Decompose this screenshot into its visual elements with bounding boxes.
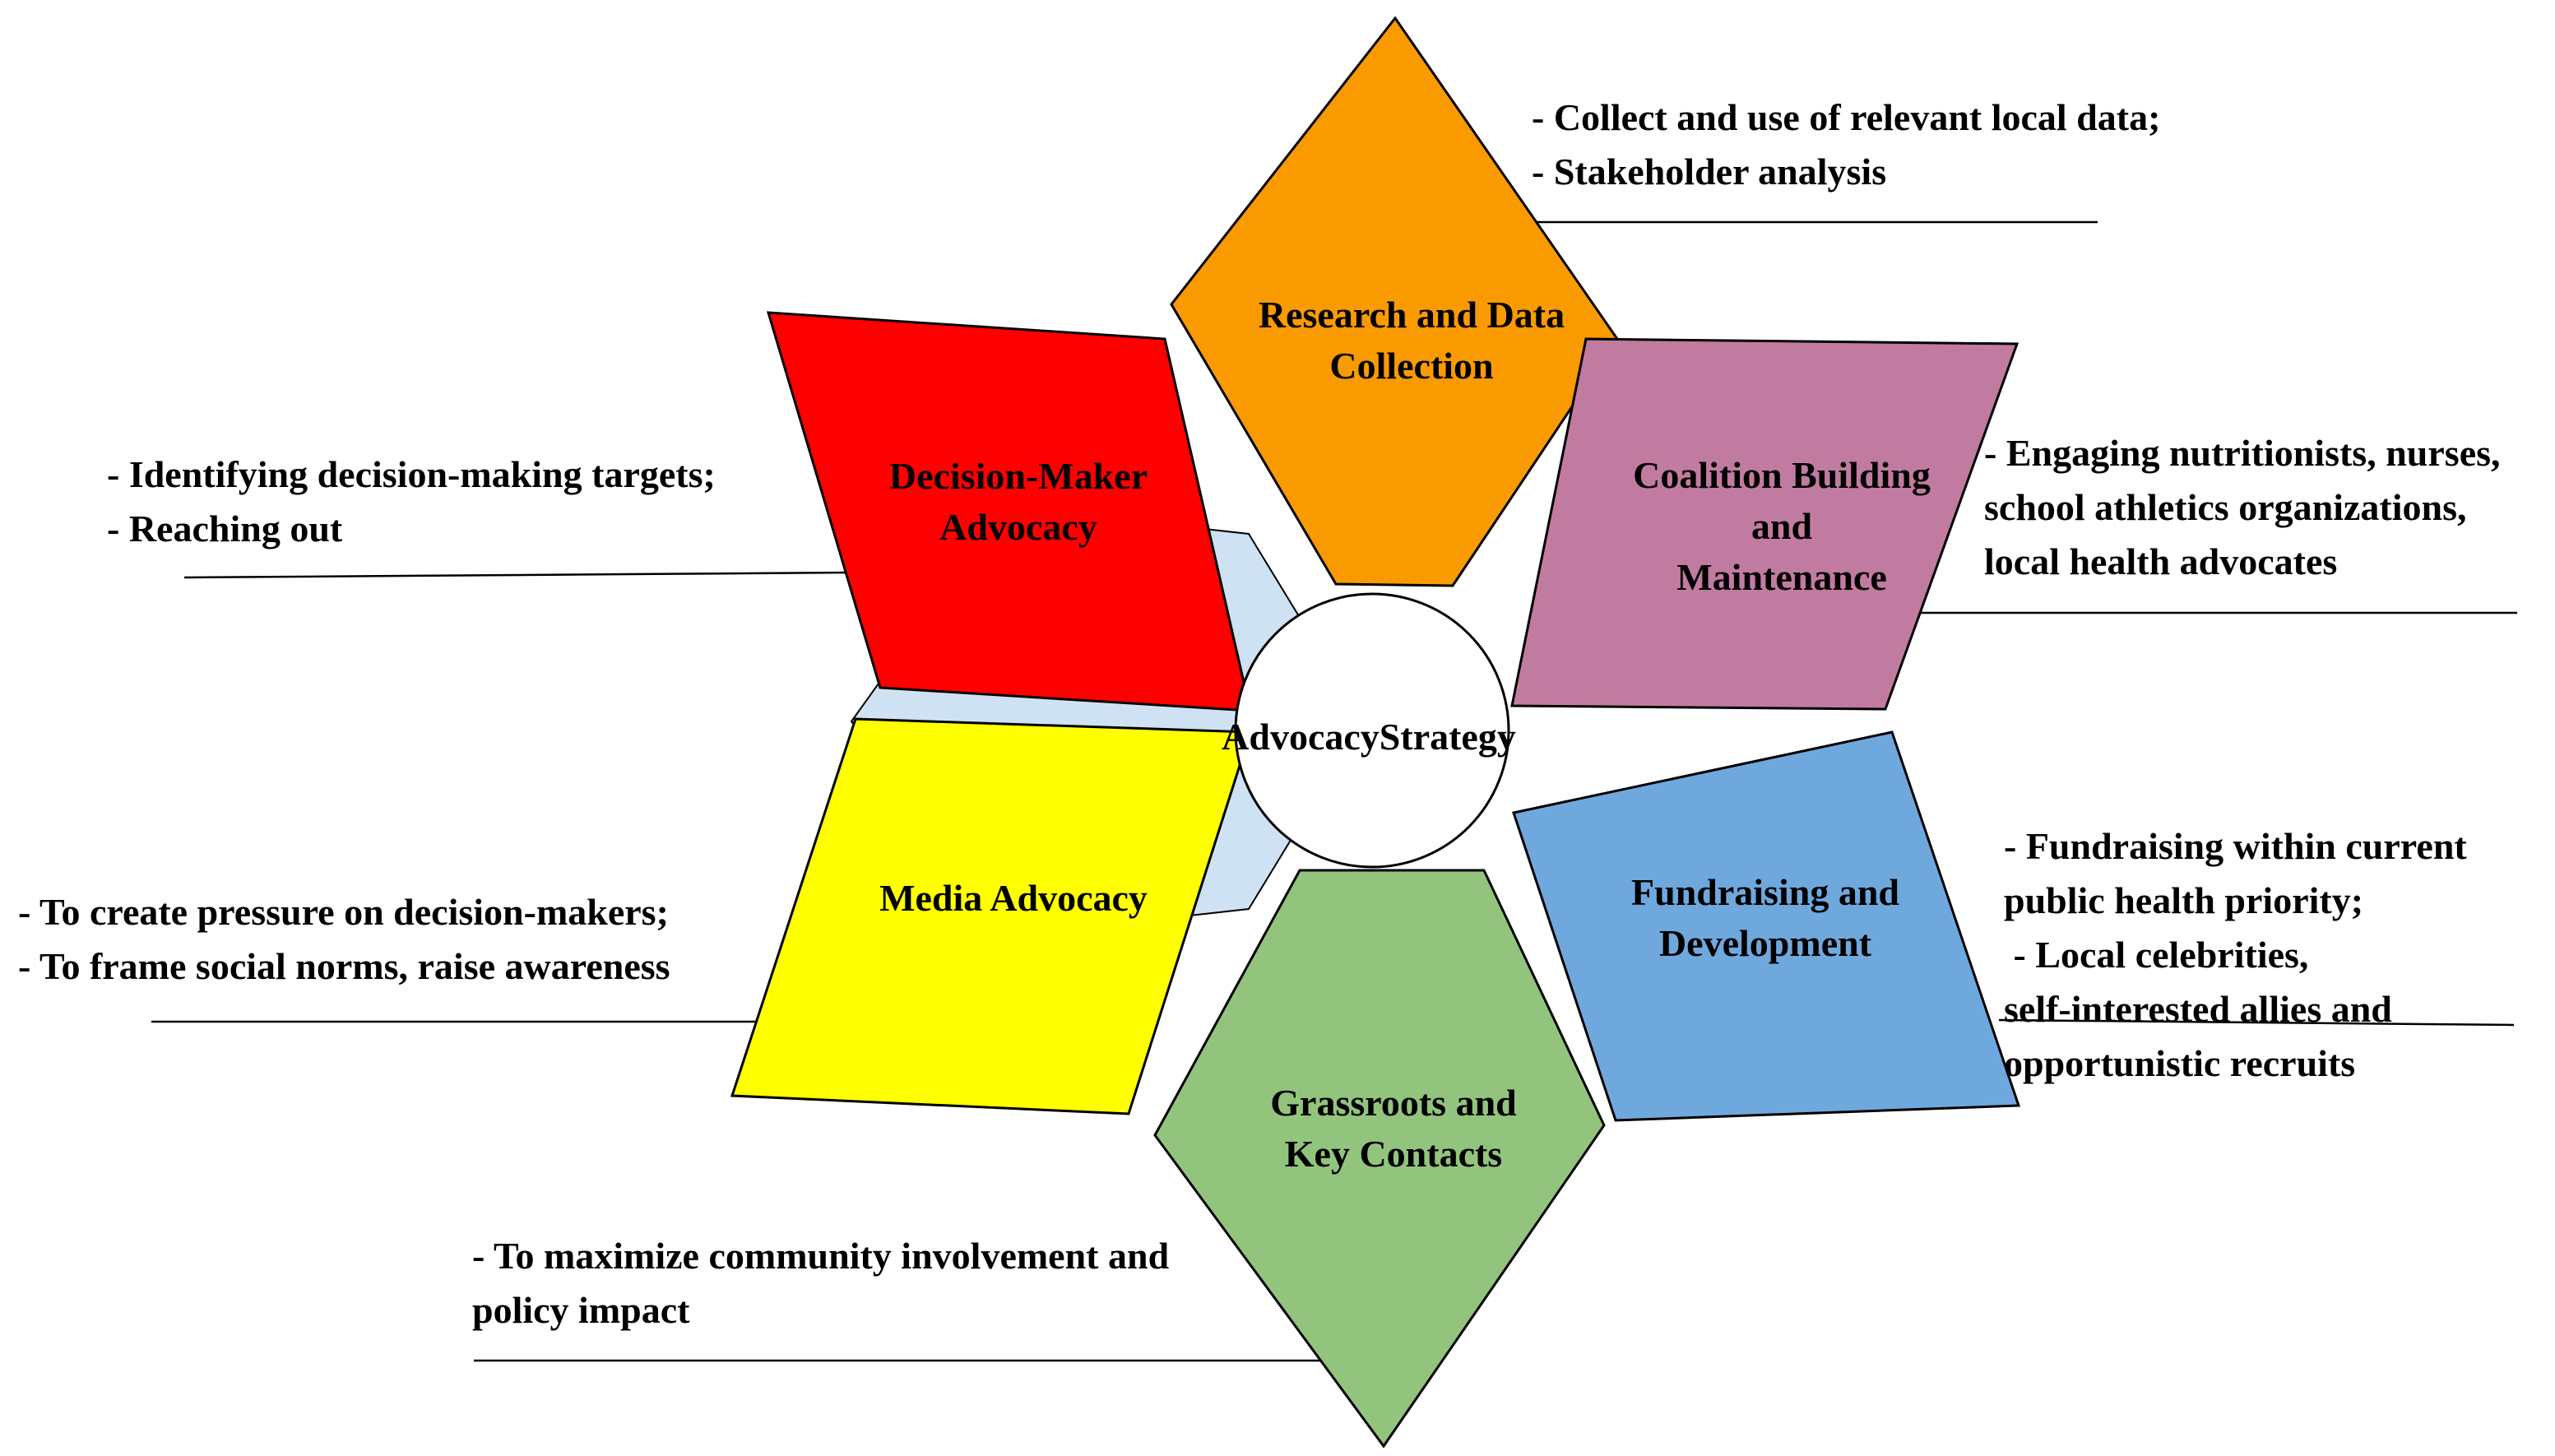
petal-coalition (1510, 337, 2019, 711)
leader-lines (151, 220, 2517, 1362)
note-coalition: - Engaging nutritionists, nurses,school … (1984, 432, 2501, 582)
petal-grassroots (1153, 869, 1606, 1449)
petal-fundraising (1512, 730, 2021, 1122)
center-circle (1234, 592, 1510, 869)
note-media: - To create pressure on decision-makers;… (18, 891, 670, 987)
note-decision: - Identifying decision-making targets;- … (107, 453, 716, 549)
leader-line-fundraising (1998, 1018, 2515, 1027)
center-label: AdvocacyStrategy (1222, 716, 1516, 758)
petal-media (730, 717, 1253, 1115)
leader-line-decision (183, 571, 853, 579)
petal-label-media: Media Advocacy (879, 877, 1148, 919)
note-research: - Collect and use of relevant local data… (1532, 96, 2161, 192)
petal-research (1170, 16, 1619, 587)
